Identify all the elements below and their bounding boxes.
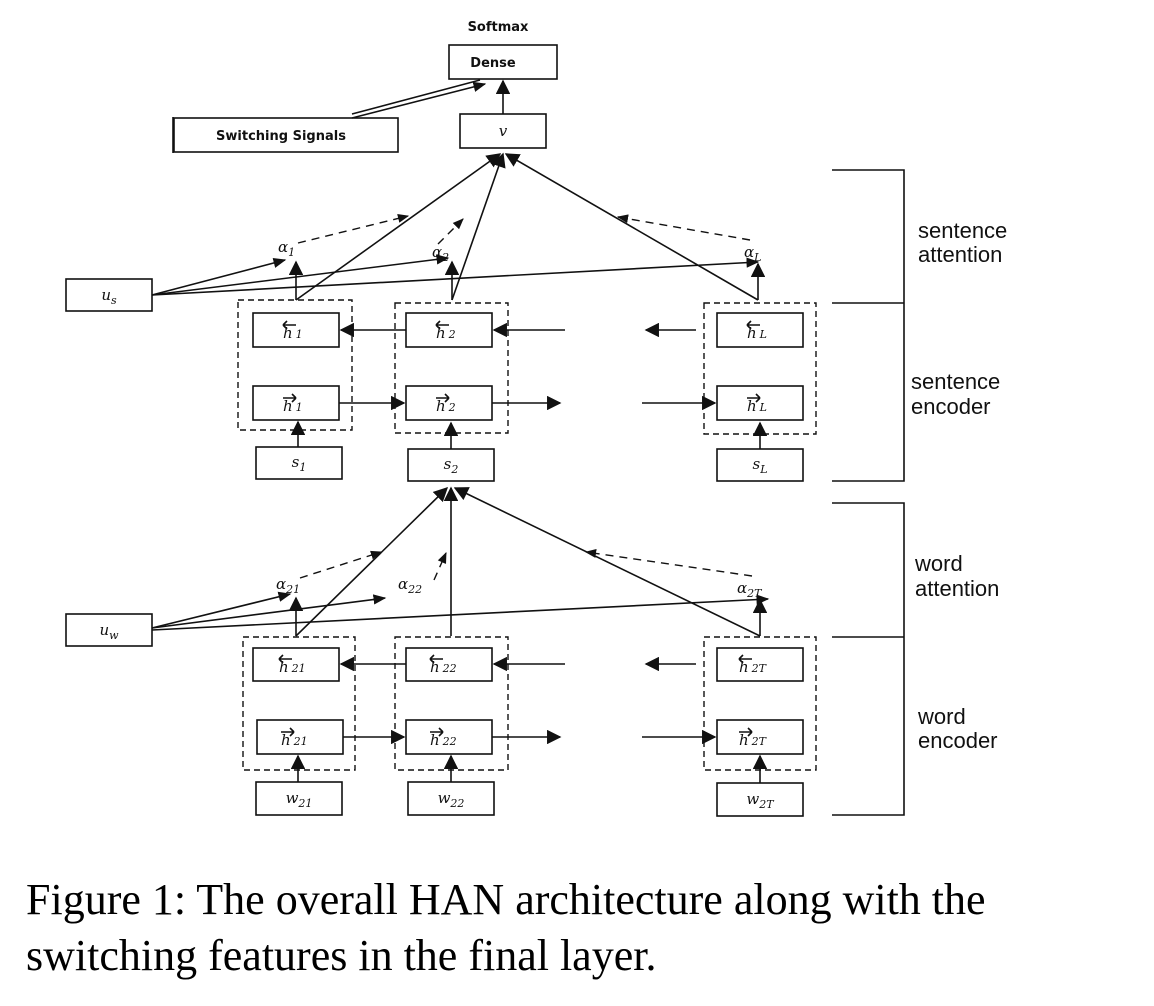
h2T-to-s2-arrow bbox=[453, 487, 761, 637]
switching-signals-box bbox=[173, 117, 399, 153]
us-to-alpha2-arrow bbox=[151, 254, 450, 296]
sentence-forward-h1 bbox=[252, 385, 340, 421]
word-input-w21 bbox=[255, 781, 343, 816]
word-forward-h2T bbox=[716, 719, 804, 755]
uw-to-alpha21-arrow bbox=[151, 591, 292, 629]
sentence-attention-label-2: attention bbox=[918, 242, 1002, 267]
us-to-alphaL-arrow bbox=[151, 257, 760, 296]
sentence-backward-h1 bbox=[252, 312, 340, 348]
word-backward-h21 bbox=[252, 647, 340, 682]
uw-to-alpha2T-arrow bbox=[151, 594, 770, 631]
alpha-21: α21 bbox=[276, 575, 300, 596]
uw-label: uw bbox=[99, 621, 119, 642]
sL-label: sL bbox=[752, 455, 767, 476]
dense-label: Dense bbox=[470, 56, 516, 71]
h21-to-s2-arrow bbox=[295, 486, 449, 637]
word-encoder-group-21 bbox=[242, 636, 356, 771]
w22-label: w22 bbox=[438, 789, 465, 810]
word-encoder-label-2: encoder bbox=[918, 728, 998, 753]
uw-to-alpha22-arrow bbox=[151, 594, 387, 629]
sentence-encoder-label-1: sentence bbox=[911, 369, 1000, 394]
us-to-alpha1-arrow bbox=[151, 257, 287, 296]
figure-caption: Figure 1: The overall HAN architecture a… bbox=[26, 875, 986, 980]
h2-to-v-arrow bbox=[451, 152, 506, 301]
sentence-encoder-group-L bbox=[703, 302, 817, 435]
sentence-input-s1 bbox=[255, 446, 343, 480]
sentence-encoder-label-2: encoder bbox=[911, 394, 991, 419]
hL-to-v-arrow bbox=[504, 153, 759, 301]
v-label: v bbox=[499, 122, 508, 140]
word-attention-label-1: word bbox=[914, 551, 963, 576]
s2-label: s2 bbox=[444, 455, 459, 476]
dense-box bbox=[448, 44, 558, 80]
alpha-L: αL bbox=[744, 243, 761, 264]
alpha-2: α2 bbox=[432, 243, 449, 264]
w21-label: w21 bbox=[286, 789, 313, 810]
word-forward-h21 bbox=[256, 719, 344, 755]
word-backward-h2T bbox=[716, 647, 804, 682]
word-input-w2T bbox=[716, 782, 804, 817]
sentence-input-sL bbox=[716, 448, 804, 482]
sentence-input-s2 bbox=[407, 448, 495, 482]
word-bracket bbox=[832, 502, 905, 816]
word-attention-label-2: attention bbox=[915, 576, 999, 601]
h1-to-v-arrow bbox=[295, 153, 502, 301]
sentence-bracket bbox=[832, 169, 905, 482]
word-encoder-label-1: word bbox=[917, 704, 966, 729]
alpha-22: α22 bbox=[398, 575, 422, 596]
switching-to-dense-arrow bbox=[351, 81, 487, 119]
us-label: us bbox=[101, 286, 117, 307]
alpha-1: α1 bbox=[278, 238, 295, 259]
alpha-2T: α2T bbox=[737, 579, 763, 600]
word-forward-h22 bbox=[405, 719, 493, 755]
sentence-forward-hL bbox=[716, 385, 804, 421]
switching-signals-label: Switching Signals bbox=[216, 129, 346, 144]
sentence-encoder-group-2 bbox=[394, 302, 509, 434]
sentence-attention-label-1: sentence bbox=[918, 218, 1007, 243]
sentence-backward-h2 bbox=[405, 312, 493, 348]
softmax-label: Softmax bbox=[468, 20, 529, 35]
sentence-backward-hL bbox=[716, 312, 804, 348]
word-input-w22 bbox=[407, 781, 495, 816]
w2T-label: w2T bbox=[746, 790, 775, 811]
s1-label: s1 bbox=[292, 453, 307, 474]
word-backward-h22 bbox=[405, 647, 493, 682]
us-box bbox=[65, 278, 153, 312]
